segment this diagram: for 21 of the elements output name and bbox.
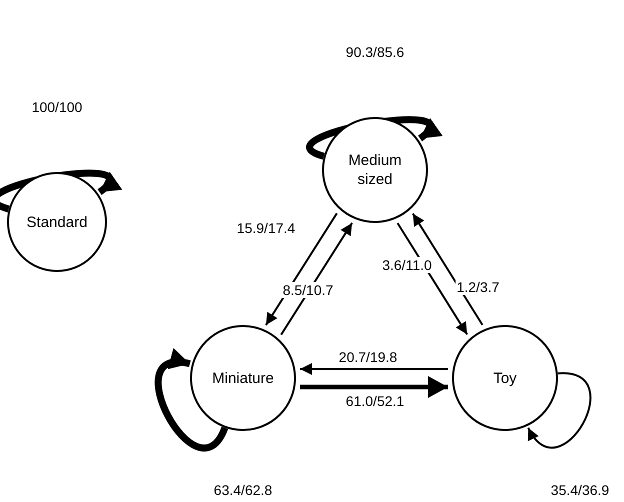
edge-label: 63.4/62.8 <box>212 482 274 498</box>
state-label: Medium sized <box>347 151 403 189</box>
state-label: Miniature <box>212 368 274 388</box>
arrow <box>300 376 448 398</box>
edge-label: 20.7/19.8 <box>338 349 398 365</box>
edge-label: 35.4/36.9 <box>550 482 610 498</box>
arrow <box>396 222 468 335</box>
arrow <box>527 372 592 448</box>
edge-label: 1.2/3.7 <box>456 279 500 295</box>
state-label: Toy <box>493 368 517 388</box>
edge-label: 15.9/17.4 <box>236 220 296 236</box>
edge-label: 100/100 <box>30 99 84 115</box>
edge-label: 3.6/11.0 <box>381 257 433 273</box>
arrow <box>265 212 338 326</box>
arrow <box>155 350 228 452</box>
edge-label: 61.0/52.1 <box>344 393 406 409</box>
state-label: Standard <box>26 212 88 232</box>
edge-label: 8.5/10.7 <box>282 282 334 298</box>
arrow <box>412 213 484 326</box>
arrow <box>300 363 448 375</box>
edge-label: 90.3/85.6 <box>344 44 406 60</box>
